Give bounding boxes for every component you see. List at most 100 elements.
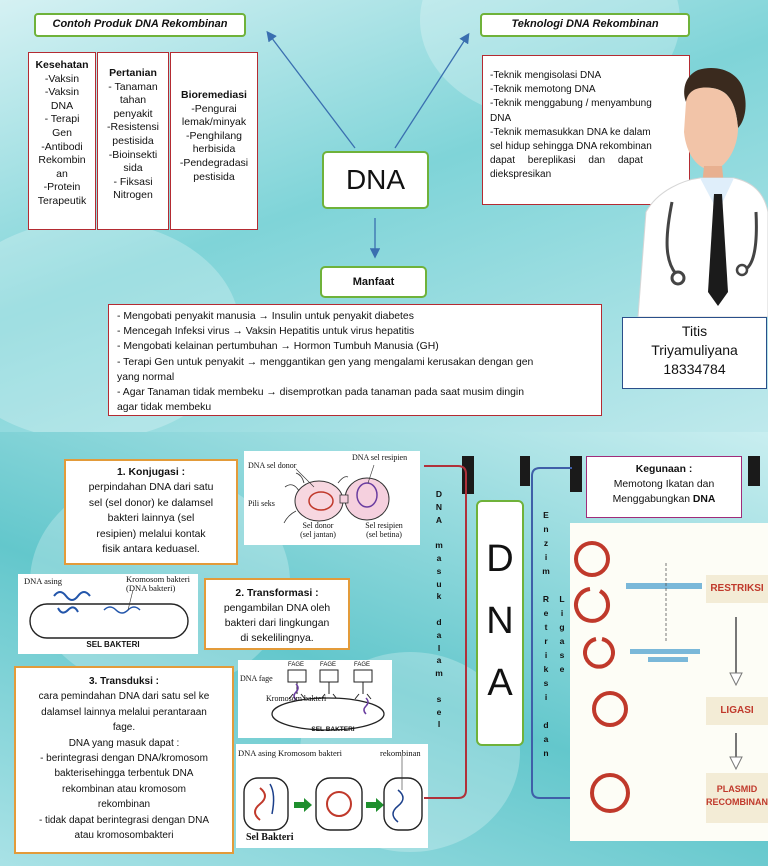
kesehatan-item: Gen: [52, 126, 72, 139]
transformasi-image: DNA asing Kromosom bakteri (DNA bakteri)…: [18, 574, 198, 654]
transduksi-line: cara pemindahan DNA dari satu sel ke: [38, 691, 210, 703]
vletter: s: [543, 678, 549, 688]
vletter: u: [436, 578, 442, 589]
transduksi-line: DNA yang masuk dapat :: [68, 737, 180, 749]
kegunaan-line2-prefix: Menggabungkan: [612, 494, 693, 505]
bioremediasi-heading: Bioremediasi: [181, 89, 247, 101]
teknologi-item: dapat bereplikasi dan dapat: [490, 155, 643, 167]
produk-title: Contoh Produk DNA Rekombinan: [52, 18, 228, 30]
vletter: z: [543, 538, 549, 548]
kesehatan-item: -Vaksin: [44, 72, 80, 85]
vletter: A: [435, 514, 443, 525]
kesehatan-item: an: [56, 167, 68, 180]
vletter: a: [559, 636, 565, 646]
transduksi-line: bakterisehingga terbentuk DNA: [54, 768, 194, 780]
vspacer: [432, 680, 446, 693]
transduksi-line: atau kromosombakteri: [74, 830, 174, 842]
dna-letter: D: [486, 538, 514, 580]
kromosom-sub: (DNA bakteri): [126, 583, 176, 593]
vletter: L: [559, 594, 565, 604]
konjugasi-line: perpindahan DNA dari satu: [88, 482, 214, 494]
pertanian-item: pestisida: [112, 134, 154, 147]
pertanian-item: -Bioinsekti: [108, 148, 158, 161]
vletter: a: [436, 655, 442, 666]
label-kromosom-bakteri: Kromosom bakteri (DNA bakteri): [126, 575, 190, 593]
pertanian-item: -Resistensi: [107, 121, 159, 134]
teknologi-item: -Teknik menggabung / menyambung: [490, 98, 652, 110]
bioremediasi-item: lemak/minyak: [181, 116, 247, 129]
vletter: n: [543, 524, 549, 534]
vletter: i: [544, 552, 548, 562]
konjugasi-image: DNA sel donor DNA sel resipien Pili seks…: [244, 451, 420, 545]
kesehatan-item: Rekombin: [38, 154, 86, 167]
kegunaan-title: Kegunaan :: [635, 464, 693, 475]
transduksi-title: 3. Transduksi :: [88, 676, 160, 687]
pertanian-item: Nitrogen: [113, 189, 153, 202]
transduksi-box: 3. Transduksi : cara pemindahan DNA dari…: [14, 666, 234, 854]
manfaat-box: - Mengobati penyakit manusia → Insulin u…: [108, 304, 602, 416]
vspacer: [432, 526, 446, 539]
vletter: e: [559, 664, 565, 674]
konjugasi-line: sel (sel donor) ke dalamsel: [88, 497, 214, 509]
transduksi-line: - tidak dapat berintegrasi dengan DNA: [38, 814, 210, 826]
transduksi-line: dalamsel lainnya melalui perantaraan: [41, 706, 207, 718]
teknologi-title: Teknologi DNA Rekombinan: [511, 18, 659, 30]
manfaat-item: agar tidak membeku: [117, 402, 212, 414]
konjugasi-line: bakteri lainnya (sel: [107, 513, 195, 525]
konjugasi-box: 1. Konjugasi : perpindahan DNA dari satu…: [64, 459, 238, 565]
teknologi-item: -Teknik mengisolasi DNA: [490, 70, 602, 81]
teknologi-item: diekspresikan: [490, 169, 552, 181]
transduksi-line: rekombinan atau kromosom: [62, 783, 186, 795]
manfaat-title-box: Manfaat: [320, 266, 427, 298]
kromosom-text: Kromosom bakteri: [126, 574, 190, 584]
decor-strip: [520, 456, 530, 486]
vletter: i: [560, 608, 564, 618]
label-restriksi: RESTRIKSI: [710, 583, 764, 594]
author-box: Titis Triyamuliyana 18334784: [622, 317, 767, 389]
vletter: n: [543, 748, 549, 758]
pertanian-heading: Pertanian: [109, 67, 157, 79]
vspacer: [540, 578, 552, 592]
rekombinan-diagram: [243, 756, 423, 831]
plasmid-diagram: [574, 541, 768, 823]
kesehatan-box: Kesehatan -Vaksin -Vaksin DNA - Terapi G…: [28, 52, 96, 230]
label-ligasi: LIGASI: [720, 705, 754, 716]
label-dna-sel-donor: DNA sel donor: [248, 461, 297, 470]
recombinan-text: RECOMBINAN: [706, 797, 768, 807]
manfaat-item: yang normal: [117, 371, 175, 383]
transformasi-line: pengambilan DNA oleh: [223, 603, 331, 614]
bioremediasi-box: Bioremediasi -Pengurai lemak/minyak -Pen…: [170, 52, 258, 230]
transformasi-box: 2. Transformasi : pengambilan DNA oleh b…: [204, 578, 350, 650]
right-bracket: [531, 467, 572, 799]
manfaat-item: - Mengobati penyakit manusia → Insulin u…: [117, 311, 414, 322]
vletter: i: [544, 692, 548, 702]
label-kromosom-rek: Kromosom bakteri: [278, 748, 342, 758]
label-dna-sel-resipien: DNA sel resipien: [352, 453, 408, 462]
kegunaan-line1: Memotong Ikatan dan: [613, 479, 715, 490]
label-fage-1: FAGE: [288, 662, 305, 668]
vspacer: [432, 603, 446, 616]
vletter: m: [542, 566, 550, 576]
sel-resipien-text: Sel resipien: [365, 521, 403, 530]
label-sel-bakteri: SEL BAKTERI: [86, 640, 140, 649]
kesehatan-heading: Kesehatan: [35, 59, 89, 71]
label-kromosom-fage: Kromosom bakteri: [266, 694, 327, 703]
decor-strip: [748, 456, 760, 486]
pertanian-item: penyakit: [113, 107, 153, 120]
konjugasi-title: 1. Konjugasi :: [116, 467, 186, 478]
kegunaan-line2: Menggabungkan DNA: [587, 492, 741, 507]
transduksi-line: fage.: [112, 722, 136, 734]
doctor-illustration: [637, 68, 768, 317]
label-dna-asing: DNA asing: [24, 576, 63, 586]
dna-letter: A: [487, 662, 513, 704]
sel-resipien-sub: (sel betina): [366, 530, 402, 539]
decor-strip: [570, 456, 582, 492]
vletter: d: [436, 616, 442, 627]
manfaat-item: - Terapi Gen untuk penyakit → menggantik…: [117, 356, 534, 368]
vletter: l: [437, 642, 441, 653]
vletter: R: [542, 594, 550, 604]
vertical-enzim-retriksi-dan: E n z i m R e t r i k s i d a n: [540, 508, 552, 760]
label-sel-bakteri-fage: SEL BAKTERI: [311, 726, 355, 733]
vertical-dna-masuk-dalam-sel: D N A m a s u k d a l a m s e l: [432, 488, 446, 731]
label-pili-seks: Pili seks: [248, 499, 275, 508]
